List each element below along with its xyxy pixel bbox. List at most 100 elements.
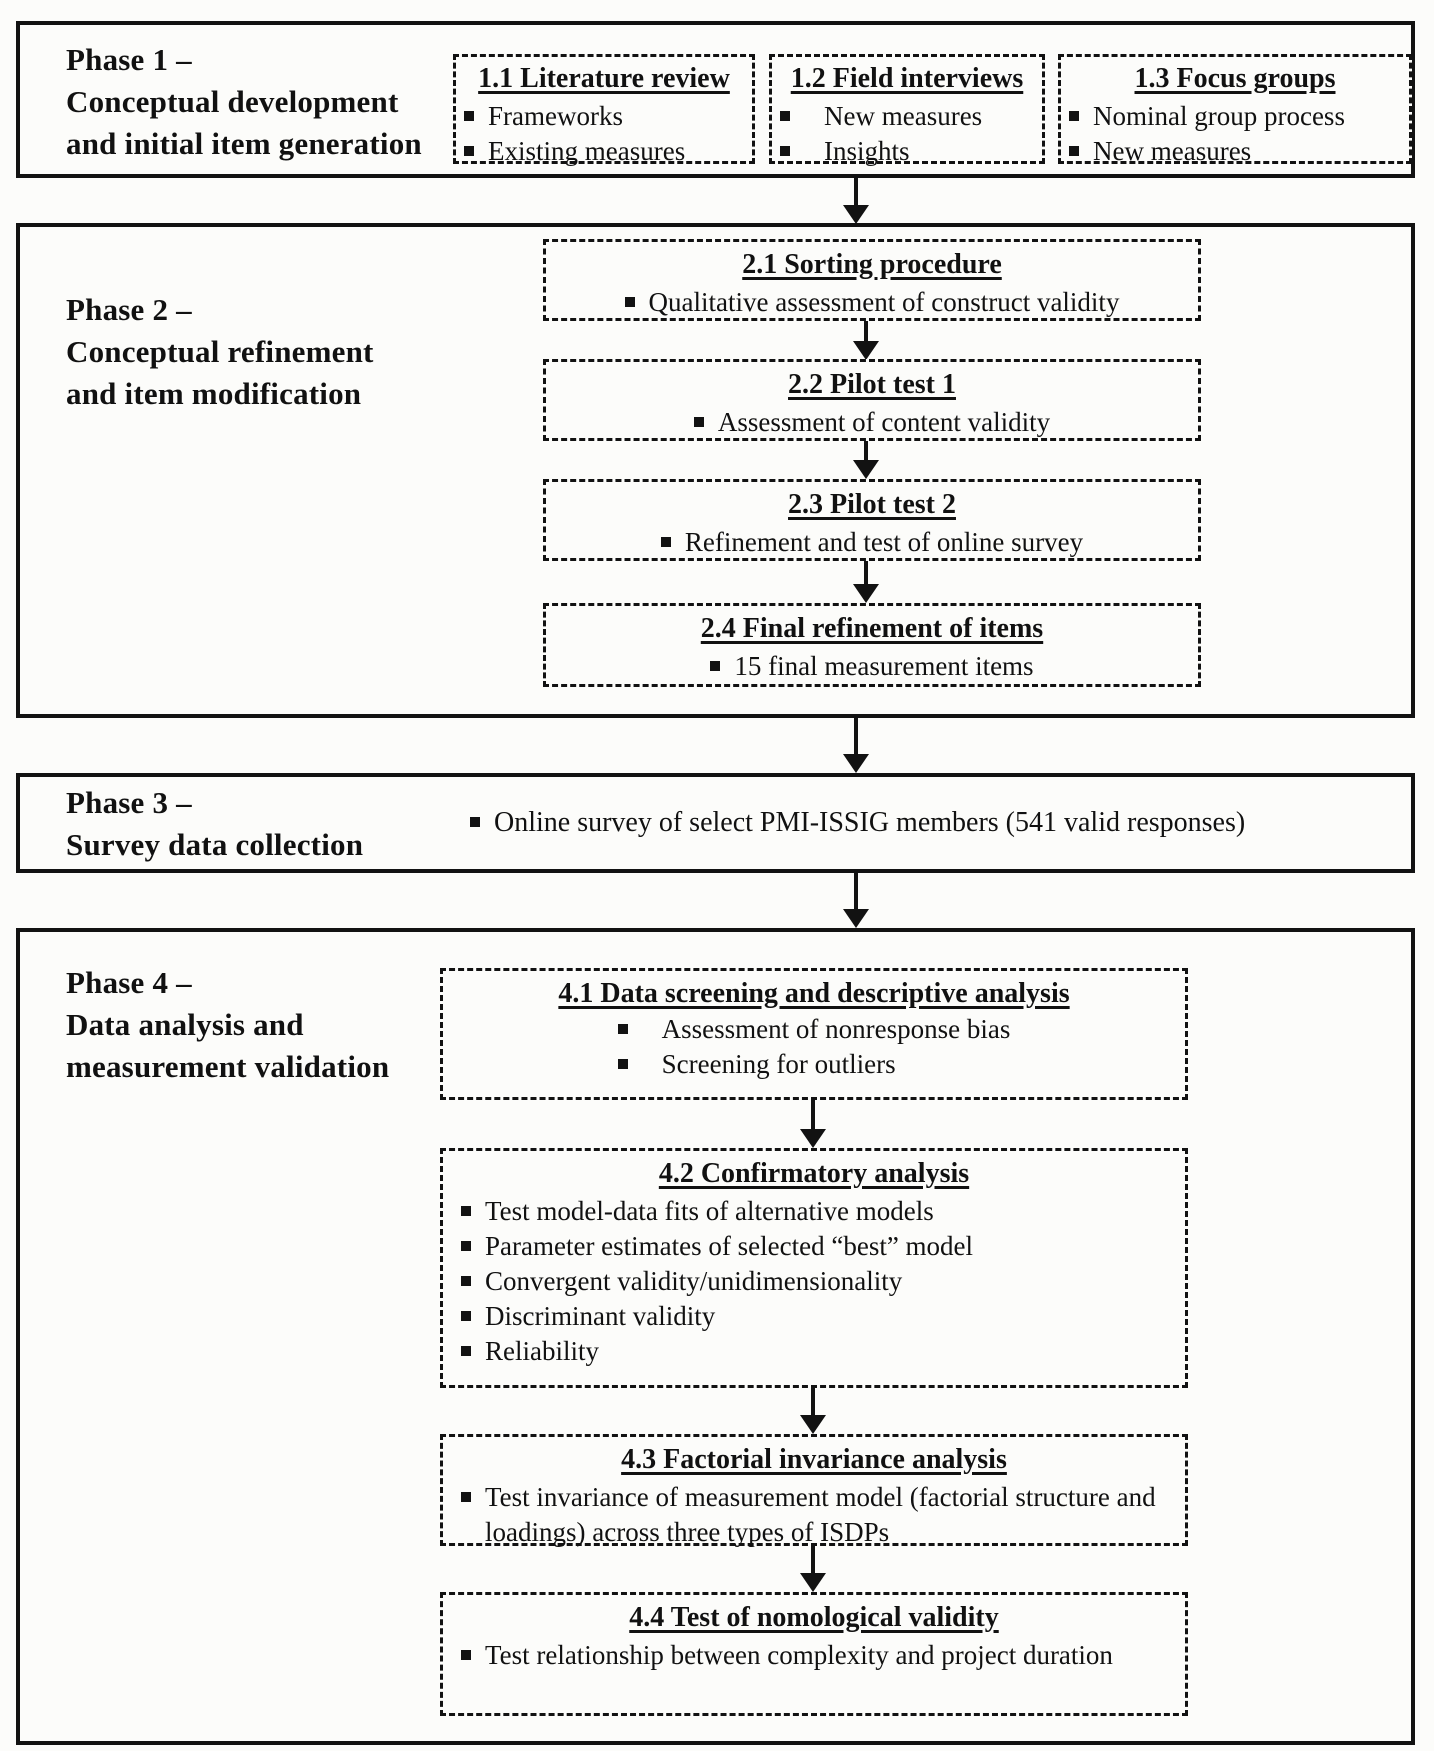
square-bullet-icon [461,1241,471,1251]
square-bullet-icon [461,1276,471,1286]
flow-arrow [843,873,869,928]
bullet-text: Convergent validity/unidimensionality [485,1266,903,1296]
step-box-4-1: 4.1 Data screening and descriptive analy… [440,968,1188,1100]
square-bullet-icon [461,1206,471,1216]
square-bullet-icon [660,537,671,547]
flow-arrow [800,1546,826,1592]
step-1-2-title: 1.2 Field interviews [790,63,1024,94]
phase1-label-line1: Phase 1 – [66,42,192,77]
bullet-text: Test relationship between complexity and… [485,1640,1113,1670]
phase2-label-line2: Conceptual refinement [66,334,374,369]
bullet-item: Reliability [461,1334,1171,1369]
bullet-item: Parameter estimates of selected “best” m… [461,1229,1171,1264]
phase4-label: Phase 4 – Data analysis and measurement … [66,962,389,1088]
step-box-2-1: 2.1 Sorting procedure Qualitative assess… [543,239,1201,321]
bullet-item: Discriminant validity [461,1299,1171,1334]
flow-arrow [853,561,879,603]
phase4-label-line2: Data analysis and [66,1007,304,1042]
step-2-1-title: 2.1 Sorting procedure [742,249,1002,280]
phase4-label-line3: measurement validation [66,1049,390,1084]
bullet-text: Existing measures [488,136,686,166]
phase3-label-line1: Phase 3 – [66,785,192,820]
bullet-item: Refinement and test of online survey [560,525,1184,560]
bullet-item: Test relationship between complexity and… [461,1638,1171,1673]
bullet-item: Test model-data fits of alternative mode… [461,1194,1171,1229]
step-box-4-2: 4.2 Confirmatory analysis Test model-dat… [440,1148,1188,1388]
bullet-item: Insights [780,134,1034,169]
step-box-1-1: 1.1 Literature review Frameworks Existin… [453,54,755,166]
bullet-item: New measures [780,99,1034,134]
bullet-text: Screening for outliers [661,1049,896,1079]
bullet-text: Insights [824,136,910,166]
phase3-label: Phase 3 – Survey data collection [66,782,363,866]
phase1-box: Phase 1 – Conceptual development and ini… [16,21,1415,178]
flow-arrow [800,1100,826,1148]
step-4-1-title: 4.1 Data screening and descriptive analy… [558,978,1070,1009]
bullet-item: Existing measures [464,134,744,169]
phase2-box: Phase 2 – Conceptual refinement and item… [16,223,1415,718]
phase2-label: Phase 2 – Conceptual refinement and item… [66,289,374,415]
square-bullet-icon [461,1311,471,1321]
step-4-2-title: 4.2 Confirmatory analysis [658,1158,970,1189]
bullet-item: Screening for outliers [617,1047,1011,1082]
step-4-3-title: 4.3 Factorial invariance analysis [621,1444,1007,1475]
bullet-text: Refinement and test of online survey [684,527,1084,557]
step-4-4-title: 4.4 Test of nomological validity [629,1602,999,1633]
square-bullet-icon [1069,146,1079,156]
phase4-label-line1: Phase 4 – [66,965,192,1000]
flow-arrow [853,321,879,360]
square-bullet-icon [780,111,790,121]
square-bullet-icon [617,1024,628,1034]
step-box-2-4: 2.4 Final refinement of items 15 final m… [543,603,1201,687]
step-2-4-title: 2.4 Final refinement of items [700,613,1044,644]
phase2-label-line3: and item modification [66,376,362,411]
bullet-text: Parameter estimates of selected “best” m… [485,1231,974,1261]
step-1-1-title: 1.1 Literature review [478,63,730,94]
bullet-text: Assessment of nonresponse bias [661,1014,1011,1044]
square-bullet-icon [624,297,635,307]
step-box-4-4: 4.4 Test of nomological validity Test re… [440,1592,1188,1716]
bullet-item: New measures [1069,134,1401,169]
square-bullet-icon [461,1492,471,1502]
square-bullet-icon [617,1059,628,1069]
square-bullet-icon [710,661,721,671]
phase4-box: Phase 4 – Data analysis and measurement … [16,928,1415,1745]
flow-arrow [843,718,869,773]
bullet-item: Assessment of nonresponse bias [617,1012,1011,1047]
bullet-item: Frameworks [464,99,744,134]
step-2-3-title: 2.3 Pilot test 2 [788,489,956,520]
bullet-text: 15 final measurement items [734,651,1034,681]
bullet-item: Qualitative assessment of construct vali… [560,285,1184,320]
step-1-3-title: 1.3 Focus groups [1134,63,1336,94]
step-box-2-2: 2.2 Pilot test 1 Assessment of content v… [543,359,1201,441]
bullet-text: Online survey of select PMI-ISSIG member… [494,807,1246,838]
square-bullet-icon [693,417,704,427]
phase3-label-line2: Survey data collection [66,827,364,862]
square-bullet-icon [780,146,790,156]
bullet-text: New measures [1093,136,1252,166]
flow-arrow [843,178,869,224]
bullet-text: Test model-data fits of alternative mode… [485,1196,934,1226]
square-bullet-icon [464,146,474,156]
step-box-1-2: 1.2 Field interviews New measures Insigh… [769,54,1045,166]
square-bullet-icon [1069,111,1079,121]
bullet-item: Online survey of select PMI-ISSIG member… [470,805,1245,840]
phase2-label-line1: Phase 2 – [66,292,192,327]
step-box-1-3: 1.3 Focus groups Nominal group process N… [1058,54,1412,166]
phase1-label-line2: Conceptual development [66,84,399,119]
bullet-text: Test invariance of measurement model (fa… [485,1482,1156,1547]
square-bullet-icon [470,817,480,827]
bullet-text: Nominal group process [1093,101,1345,131]
phase1-label-line3: and initial item generation [66,126,422,161]
bullet-item: Nominal group process [1069,99,1401,134]
step-2-2-title: 2.2 Pilot test 1 [788,369,956,400]
square-bullet-icon [464,111,474,121]
flow-arrow [853,441,879,479]
square-bullet-icon [461,1346,471,1356]
bullet-text: Discriminant validity [485,1301,716,1331]
bullet-item: Convergent validity/unidimensionality [461,1264,1171,1299]
phase1-label: Phase 1 – Conceptual development and ini… [66,39,422,165]
bullet-text: Frameworks [488,101,623,131]
bullet-item: Test invariance of measurement model (fa… [461,1480,1171,1550]
bullet-text: Qualitative assessment of construct vali… [648,287,1120,317]
